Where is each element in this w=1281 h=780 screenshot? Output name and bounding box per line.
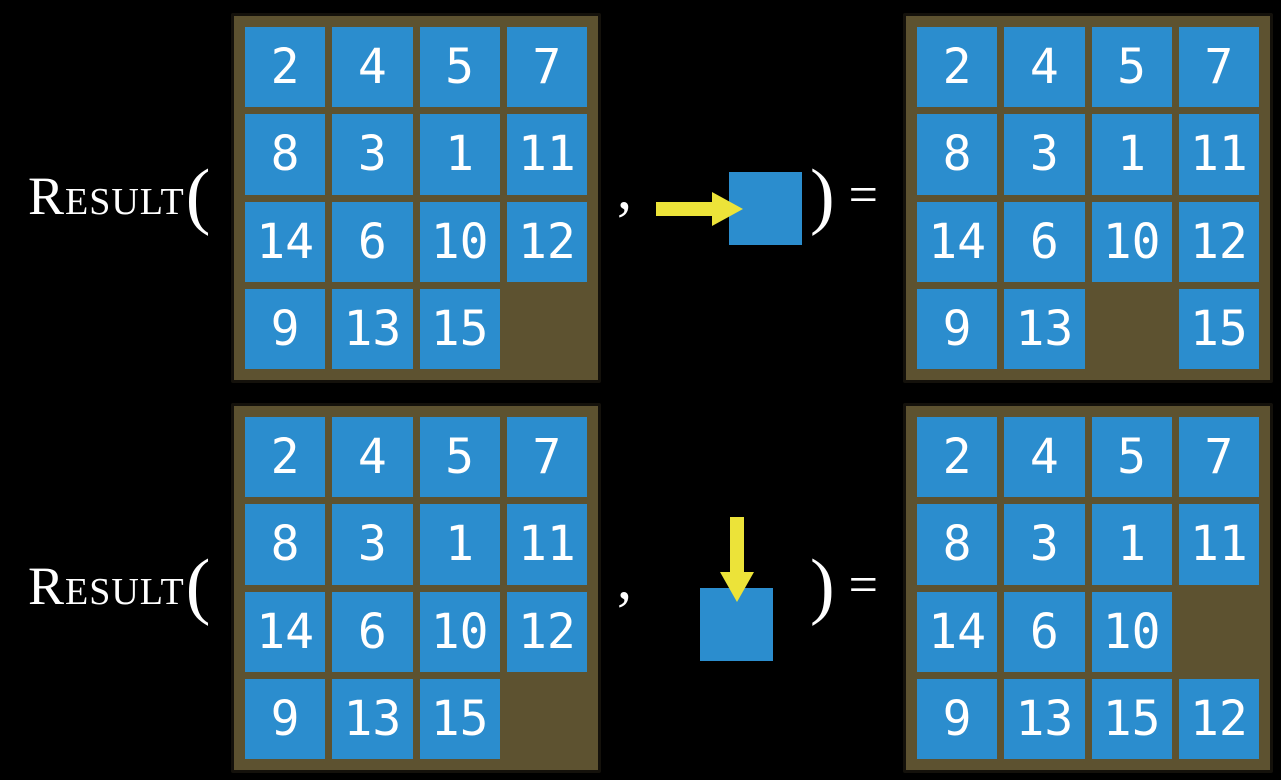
puzzle-tile: 7	[506, 27, 587, 108]
puzzle-tile: 6	[332, 201, 413, 282]
puzzle-tile: 3	[1004, 504, 1085, 585]
puzzle-tile: 10	[1091, 201, 1172, 282]
puzzle-tile: 2	[917, 417, 998, 498]
puzzle-tile: 15	[1091, 678, 1172, 759]
equals-sign: =	[848, 557, 878, 614]
close-paren-icon: )	[810, 155, 835, 237]
puzzle-tile: 2	[917, 27, 998, 108]
close-paren-equals-group: ) =	[810, 150, 878, 242]
puzzle-tile: 10	[419, 591, 500, 672]
result-function-label: Result (	[28, 150, 210, 242]
puzzle-tile: 1	[1091, 114, 1172, 195]
puzzle-tile: 8	[245, 504, 326, 585]
puzzle-tile: 14	[245, 201, 326, 282]
empty-cell	[507, 289, 587, 369]
empty-cell	[507, 679, 587, 759]
puzzle-tile: 6	[1004, 201, 1085, 282]
move-operand-down	[700, 517, 774, 661]
result-function-label: Result (	[28, 540, 210, 632]
puzzle-tile: 3	[332, 114, 413, 195]
function-name: Result	[28, 166, 185, 226]
close-paren-equals-group: ) =	[810, 540, 878, 632]
puzzle-tile: 6	[1004, 591, 1085, 672]
puzzle-tile: 14	[917, 201, 998, 282]
puzzle-tile: 14	[917, 591, 998, 672]
empty-cell	[1179, 592, 1259, 672]
puzzle-tile: 13	[1004, 288, 1085, 369]
puzzle-tile: 5	[1091, 417, 1172, 498]
puzzle-tile: 1	[1091, 504, 1172, 585]
puzzle-tile: 1	[419, 504, 500, 585]
puzzle-tile: 10	[419, 201, 500, 282]
puzzle-tile: 5	[1091, 27, 1172, 108]
puzzle-tile: 9	[917, 288, 998, 369]
puzzle-tile: 12	[1178, 678, 1259, 759]
puzzle-tile: 11	[1178, 504, 1259, 585]
puzzle-tile: 6	[332, 591, 413, 672]
puzzle-tile: 9	[917, 678, 998, 759]
equals-sign: =	[848, 167, 878, 224]
open-paren-icon: (	[185, 545, 211, 627]
puzzle-tile: 7	[506, 417, 587, 498]
puzzle-tile: 11	[506, 114, 587, 195]
arrow-down-icon	[720, 517, 754, 602]
arrow-right-icon	[656, 192, 743, 226]
puzzle-tile: 15	[1178, 288, 1259, 369]
puzzle-tile: 7	[1178, 27, 1259, 108]
puzzle-tile: 2	[245, 417, 326, 498]
puzzle-tile: 8	[917, 114, 998, 195]
puzzle-tile: 8	[245, 114, 326, 195]
puzzle-tile: 3	[332, 504, 413, 585]
puzzle-tile: 1	[419, 114, 500, 195]
puzzle-tile: 3	[1004, 114, 1085, 195]
function-name: Result	[28, 556, 185, 616]
separator-comma: ,	[617, 545, 632, 611]
puzzle-tile: 15	[419, 288, 500, 369]
puzzle-tile: 8	[917, 504, 998, 585]
puzzle-tile: 9	[245, 678, 326, 759]
separator-comma: ,	[617, 155, 632, 221]
open-paren-icon: (	[185, 155, 211, 237]
puzzle-tile: 4	[1004, 27, 1085, 108]
move-operand-right	[656, 172, 802, 246]
puzzle-tile: 5	[419, 417, 500, 498]
puzzle-tile: 12	[506, 201, 587, 282]
puzzle-tile: 13	[332, 678, 413, 759]
puzzle-tile: 11	[506, 504, 587, 585]
puzzle-tile: 11	[1178, 114, 1259, 195]
close-paren-icon: )	[810, 545, 835, 627]
puzzle-tile: 4	[1004, 417, 1085, 498]
puzzle-tile: 12	[506, 591, 587, 672]
puzzle-tile: 5	[419, 27, 500, 108]
empty-cell	[1092, 289, 1172, 369]
puzzle-tile: 9	[245, 288, 326, 369]
puzzle-tile: 13	[1004, 678, 1085, 759]
puzzle-tile: 15	[419, 678, 500, 759]
puzzle-tile: 4	[332, 417, 413, 498]
puzzle-tile: 12	[1178, 201, 1259, 282]
puzzle-tile: 4	[332, 27, 413, 108]
puzzle-tile: 2	[245, 27, 326, 108]
puzzle-tile: 10	[1091, 591, 1172, 672]
puzzle-tile: 14	[245, 591, 326, 672]
puzzle-tile: 7	[1178, 417, 1259, 498]
puzzle-tile: 13	[332, 288, 413, 369]
